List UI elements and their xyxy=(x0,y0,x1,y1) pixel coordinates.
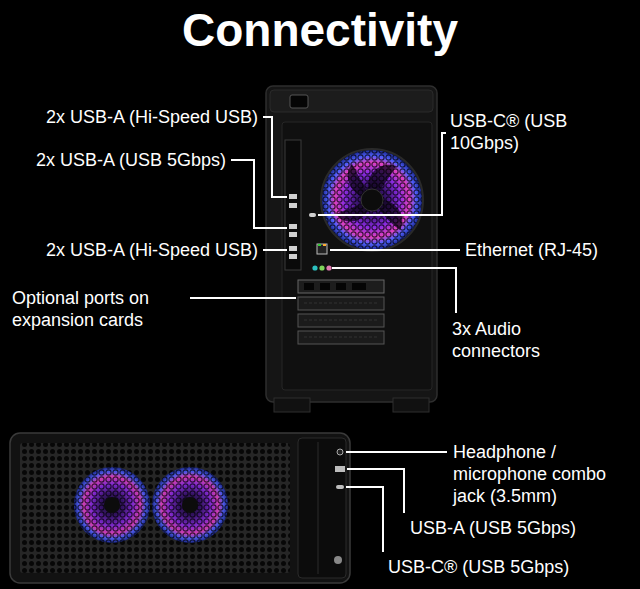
front-usb-a xyxy=(335,466,345,472)
port-label: 2x USB-A (Hi-Speed USB) xyxy=(46,106,258,128)
audio-jacks xyxy=(312,265,331,270)
port-label: USB-C® (USB 10Gbps) xyxy=(450,110,600,154)
leader-line xyxy=(263,117,287,197)
io-plate xyxy=(285,140,301,270)
port-label: USB-C® (USB 5Gbps) xyxy=(388,556,569,578)
page-title: Connectivity xyxy=(0,2,640,58)
ethernet-led xyxy=(318,244,321,246)
port-label: 2x USB-A (USB 5Gbps) xyxy=(36,149,226,171)
rear-fan xyxy=(321,149,423,251)
ethernet-port xyxy=(317,244,327,254)
leader-lines xyxy=(190,117,460,552)
leader-line xyxy=(332,268,456,313)
leader-line xyxy=(231,160,287,228)
audio-jack xyxy=(337,449,343,455)
tower-top-view xyxy=(10,433,350,583)
port-label: USB-A (USB 5Gbps) xyxy=(410,517,576,539)
port-label: 3x Audio connectors xyxy=(452,318,567,362)
top-fan xyxy=(74,467,150,543)
tower-body xyxy=(266,86,437,402)
usb-a-ports xyxy=(289,194,297,259)
tower-foot xyxy=(274,398,310,412)
tower-foot xyxy=(393,398,429,412)
leader-line xyxy=(346,487,383,552)
leader-line xyxy=(330,249,460,251)
front-usb-c xyxy=(336,485,344,489)
usb-c-port xyxy=(309,213,316,217)
port-label: 2x USB-A (Hi-Speed USB) xyxy=(46,239,258,261)
power-inlet xyxy=(290,95,308,108)
expansion-slots xyxy=(298,280,384,344)
rear-panel xyxy=(282,122,432,390)
power-button xyxy=(334,556,342,564)
leader-line xyxy=(190,297,296,299)
top-mesh xyxy=(20,443,290,573)
port-label: Ethernet (RJ-45) xyxy=(465,239,598,261)
leader-line xyxy=(347,469,404,513)
leader-line xyxy=(263,249,287,251)
ethernet-led xyxy=(323,244,326,246)
top-fan xyxy=(152,467,228,543)
tower-top-panel xyxy=(270,90,433,112)
panel-seam xyxy=(318,442,319,574)
top-panel xyxy=(10,433,350,583)
port-label: Optional ports on expansion cards xyxy=(12,287,192,331)
leader-line xyxy=(346,451,447,453)
leader-line xyxy=(318,133,446,215)
front-io-strip xyxy=(298,438,346,578)
port-label: Headphone / microphone combo jack (3.5mm… xyxy=(453,441,628,507)
